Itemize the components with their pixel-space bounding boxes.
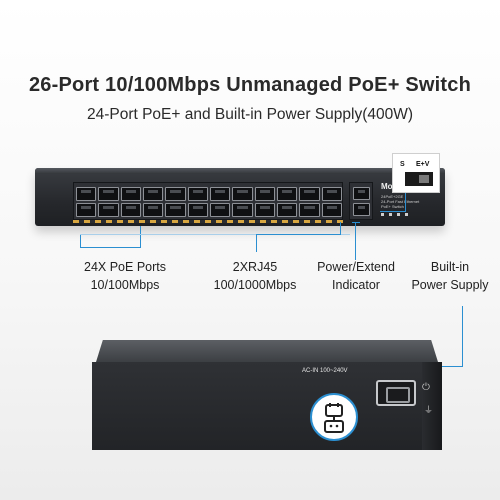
callout-line: Power/Extend [317, 260, 395, 274]
mode-switch-zoom: S E+V [392, 153, 440, 193]
poe-ports-callout: 24X PoE Ports 10/100Mbps [60, 258, 190, 294]
poe-port [98, 203, 119, 217]
poe-port [165, 203, 186, 217]
poe-port [187, 203, 208, 217]
rj45-callout-line [340, 222, 341, 235]
poe-port [321, 203, 342, 217]
uplink-port [353, 187, 370, 200]
poe-port [165, 187, 186, 201]
poe-port [143, 187, 164, 201]
chassis-side [422, 362, 442, 450]
poe-ports-grid [76, 187, 342, 217]
poe-port [299, 203, 320, 217]
rj45-callout-line [256, 234, 257, 252]
power-callout-line [430, 366, 463, 367]
chassis-rear-face [92, 362, 442, 450]
poe-port [120, 187, 141, 201]
callout-line: 24X PoE Ports [84, 260, 166, 274]
ac-power-socket [376, 380, 416, 406]
uplink-port-panel [349, 182, 373, 220]
indicator-callout-line [355, 222, 356, 260]
poe-port [98, 187, 119, 201]
poe-port [254, 203, 275, 217]
power-plug-icon [324, 403, 344, 433]
switch-label-s: S [400, 161, 405, 168]
callout-line: Power Supply [411, 278, 489, 292]
port-led-strip [73, 220, 343, 223]
poe-port [76, 203, 97, 217]
poe-bracket-line [80, 234, 350, 235]
poe-port [210, 203, 231, 217]
model-line: 24PoE+2GE [381, 194, 404, 199]
callout-line: Indicator [332, 278, 380, 292]
switch-label-ev: E+V [416, 161, 430, 168]
poe-port [299, 187, 320, 201]
back-switch-image: AC-IN 100~240V ⏻ ⏚ [92, 340, 442, 455]
zoom-connector-line [405, 193, 406, 211]
poe-port [232, 203, 253, 217]
power-symbol-icon: ⏻ [422, 382, 430, 393]
model-text: 24PoE+2GE 24-Port Fast Ethernet PoE+ Swi… [381, 194, 419, 209]
rj45-callout: 2XRJ45 100/1000Mbps [195, 258, 315, 294]
indicator-callout-line [352, 222, 360, 223]
callout-line: 10/100Mbps [90, 278, 160, 292]
zoom-connector-line [380, 211, 406, 212]
product-title: 26-Port 10/100Mbps Unmanaged PoE+ Switch [28, 74, 471, 96]
ac-input-label: AC-IN 100~240V [302, 368, 348, 374]
poe-port [277, 203, 298, 217]
chassis-top [96, 340, 438, 362]
indicator-callout: Power/Extend Indicator [306, 258, 406, 294]
callout-line: 100/1000Mbps [213, 278, 297, 292]
front-switch-image: Mokerlink 24PoE+2GE 24-Port Fast Etherne… [35, 168, 445, 226]
ground-icon: ⏚ [424, 405, 434, 415]
poe-callout-line [140, 226, 141, 248]
power-supply-callout: Built-in Power Supply [405, 258, 495, 294]
model-line: PoE+ Switch [381, 204, 404, 209]
poe-port [254, 187, 275, 201]
callout-line: 2XRJ45 [232, 260, 278, 274]
poe-port [321, 187, 342, 201]
poe-port [277, 187, 298, 201]
poe-port [143, 203, 164, 217]
poe-callout-line [80, 247, 141, 248]
poe-callout-line [80, 234, 81, 248]
poe-port [210, 187, 231, 201]
power-plug-badge [310, 393, 358, 441]
product-subtitle: 24-Port PoE+ and Built-in Power Supply(4… [86, 106, 414, 123]
poe-port [120, 203, 141, 217]
model-line: 24-Port Fast Ethernet [381, 199, 420, 204]
callout-line: Built-in [430, 260, 470, 274]
poe-port [232, 187, 253, 201]
power-callout-line [462, 306, 463, 366]
indicator-leds [381, 213, 411, 216]
poe-port [76, 187, 97, 201]
poe-port-panel [73, 182, 343, 220]
rj45-callout-line [256, 234, 340, 235]
uplink-port [353, 203, 370, 216]
poe-port [187, 187, 208, 201]
mode-toggle [405, 172, 433, 186]
